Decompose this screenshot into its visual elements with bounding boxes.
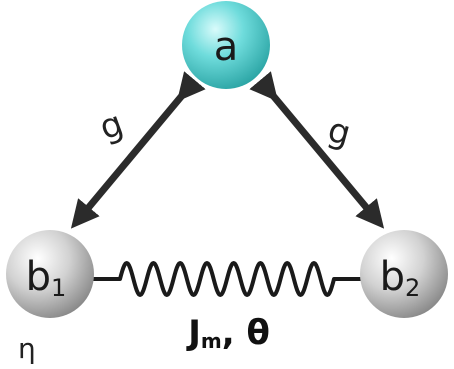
node-b2-label: b2 [380, 254, 421, 302]
spring-coupling [90, 261, 364, 297]
node-b2 [360, 230, 448, 318]
spring-label-main: J [186, 313, 201, 353]
node-b1 [6, 230, 94, 318]
node-b1-label-main: b [26, 254, 51, 300]
edge-right-label: g [324, 110, 355, 154]
node-b2-label-sub: 2 [405, 274, 420, 302]
node-b1-label-sub: 1 [51, 274, 66, 302]
spring-label-rest: , θ [222, 313, 270, 353]
node-a-label: a [214, 24, 239, 70]
node-b2-label-main: b [380, 254, 405, 300]
node-b1-label: b1 [26, 254, 67, 302]
node-b1-eta: η [18, 332, 36, 365]
node-a [182, 1, 270, 89]
coupling-arrow-right [249, 71, 385, 229]
edge-left-label: g [94, 103, 128, 148]
spring-label-sub: m [201, 329, 222, 353]
coupling-arrow-left [70, 71, 206, 229]
spring-label: Jm, θ [186, 313, 270, 353]
